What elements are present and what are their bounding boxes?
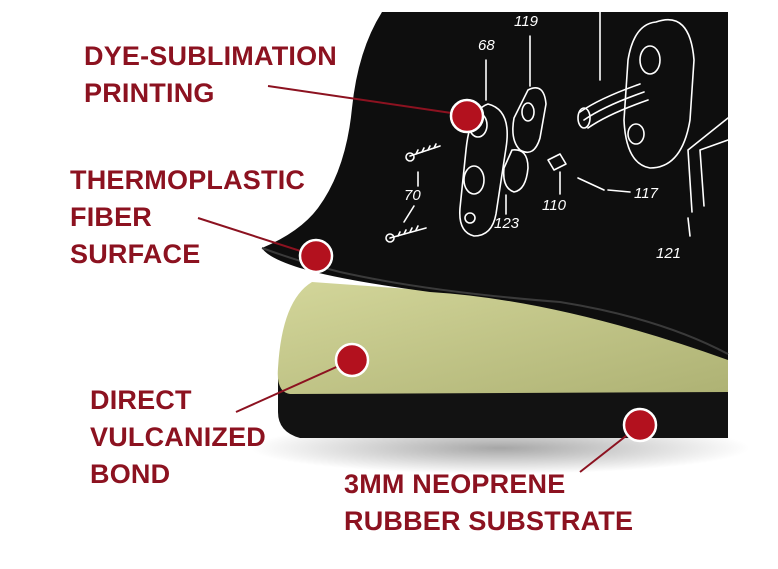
- label-dye-line1: DYE-SUBLIMATION: [84, 41, 337, 71]
- part-number-121: 121: [656, 245, 681, 262]
- label-thermo-line2: FIBER: [70, 202, 152, 232]
- label-neoprene-rubber-substrate: 3MM NEOPRENE RUBBER SUBSTRATE: [344, 466, 633, 540]
- part-117-pin: [577, 177, 605, 191]
- part-number-123: 123: [494, 215, 520, 232]
- label-neoprene-line1: 3MM NEOPRENE: [344, 469, 566, 499]
- label-direct-vulcanized-bond: DIRECT VULCANIZED BOND: [90, 382, 266, 493]
- part-number-68: 68: [478, 37, 495, 54]
- label-dye-line2: PRINTING: [84, 78, 215, 108]
- marker-thermoplastic: [298, 238, 334, 274]
- part-number-119: 119: [514, 13, 539, 30]
- label-dye-sublimation: DYE-SUBLIMATION PRINTING: [84, 38, 337, 112]
- printed-parts-drawing: [385, 11, 729, 243]
- part-number-117: 117: [634, 185, 659, 202]
- part-70-screw-b: [389, 227, 427, 239]
- part-119-bracket: [512, 87, 547, 154]
- spring-part: [579, 83, 649, 129]
- label-direct-line1: DIRECT: [90, 385, 192, 415]
- label-neoprene-line2: RUBBER SUBSTRATE: [344, 506, 634, 536]
- label-thermo-line3: SURFACE: [70, 239, 201, 269]
- thermoplastic-fiber-surface: [262, 12, 728, 360]
- marker-neoprene: [622, 407, 658, 443]
- leader-line-dye: [267, 85, 466, 116]
- part-110-clip: [547, 153, 567, 171]
- label-direct-line3: BOND: [90, 459, 171, 489]
- label-direct-line2: VULCANIZED: [90, 422, 266, 452]
- marker-vulcanized-bond: [334, 342, 370, 378]
- large-mount-part: [623, 18, 695, 169]
- label-thermo-line1: THERMOPLASTIC: [70, 165, 306, 195]
- leader-line-thermo: [197, 217, 317, 257]
- part-number-70: 70: [404, 187, 421, 204]
- leader-line-direct: [235, 359, 353, 413]
- marker-dye-sublimation: [449, 98, 485, 134]
- part-number-110: 110: [542, 197, 567, 214]
- part-123-tab: [502, 149, 529, 193]
- label-thermoplastic-fiber-surface: THERMOPLASTIC FIBER SURFACE: [70, 162, 305, 273]
